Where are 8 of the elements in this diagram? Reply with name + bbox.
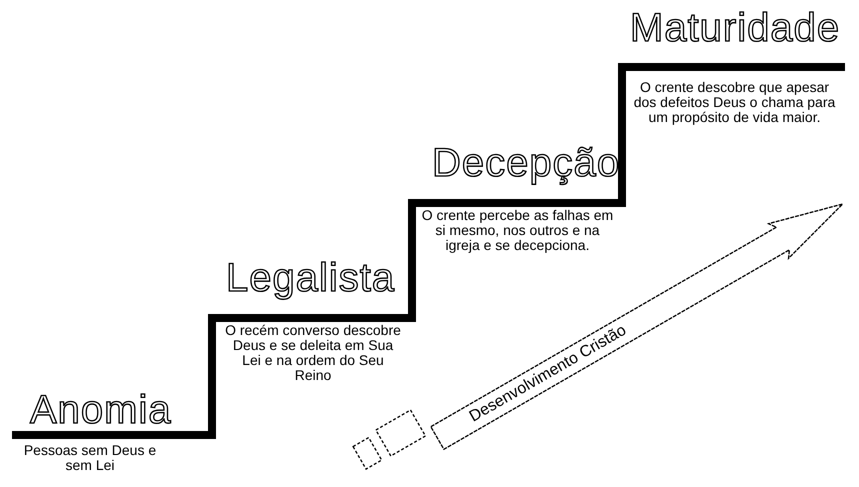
stage-description: O recém converso descobre Deus e se deleita em Sua Lei e na ordem do Seu Reino [224, 323, 402, 383]
stage-description: O crente descobre que apesar dos defeitos Deus o chama para um propósito de vida maior. [632, 80, 836, 125]
stage-title: Decepção [432, 143, 620, 183]
stage-title: Maturidade [630, 8, 840, 48]
stage-title: Anomia [30, 390, 172, 430]
stage-description: Pessoas sem Deus e sem Lei [22, 443, 158, 473]
stage-description: O crente percebe as falhas em si mesmo, nos outros e na igreja e se decepciona. [420, 208, 614, 253]
stage-title: Legalista [226, 258, 396, 298]
